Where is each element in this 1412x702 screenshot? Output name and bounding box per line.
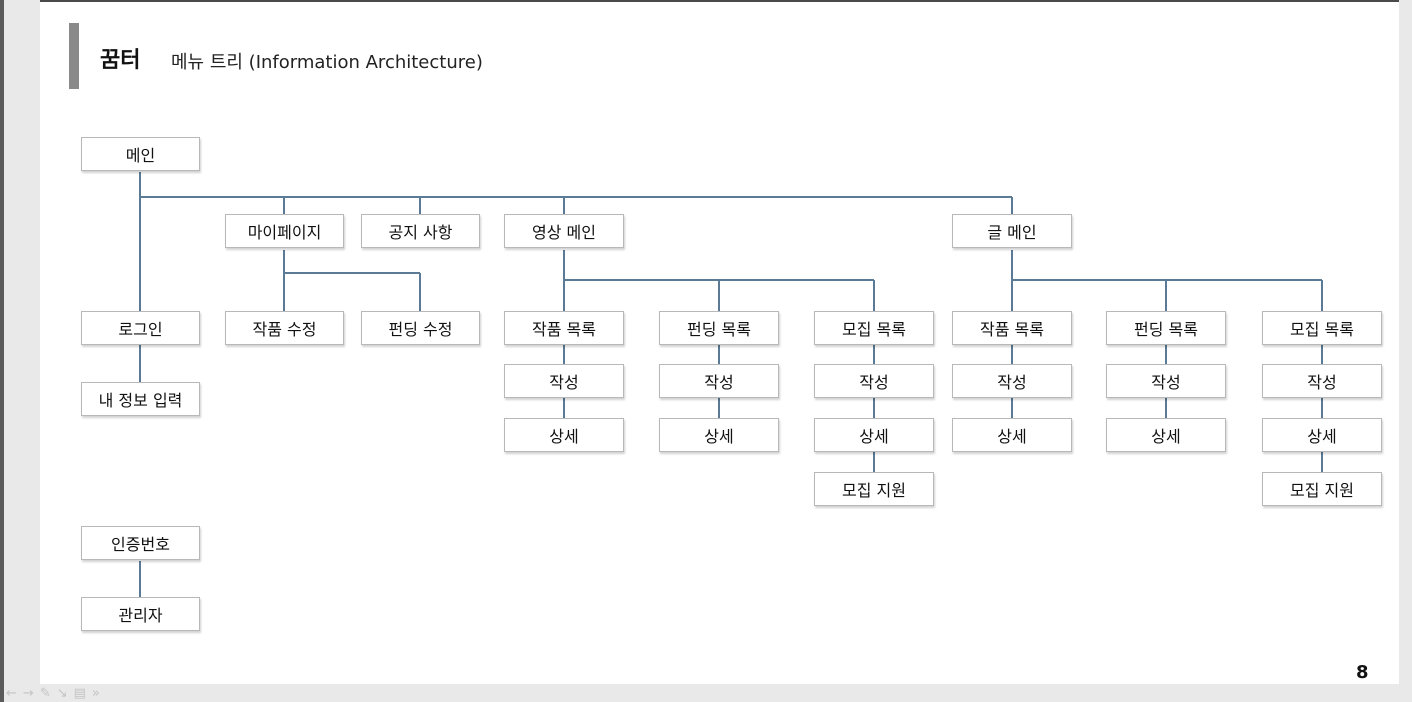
node-video-recruit[interactable]: 모집 목록 — [814, 311, 934, 345]
back-arrow-icon[interactable]: ← — [6, 686, 17, 701]
node-admin[interactable]: 관리자 — [81, 597, 200, 631]
node-video-recruit-detail[interactable]: 상세 — [814, 418, 934, 452]
node-main[interactable]: 메인 — [81, 137, 200, 171]
pointer-icon[interactable]: ↘ — [56, 686, 68, 701]
title-accent-bar — [69, 23, 79, 89]
node-text-recruit-write[interactable]: 작성 — [1262, 364, 1382, 398]
node-video-recruit-write[interactable]: 작성 — [814, 364, 934, 398]
node-my-info[interactable]: 내 정보 입력 — [81, 382, 200, 416]
node-login[interactable]: 로그인 — [81, 311, 200, 345]
pen-icon[interactable]: ✎ — [39, 686, 51, 701]
forward-arrow-icon[interactable]: → — [22, 686, 34, 701]
slide-title: 꿈터 — [100, 48, 141, 73]
node-auth-code[interactable]: 인증번호 — [81, 526, 200, 560]
node-edit-work[interactable]: 작품 수정 — [225, 311, 344, 345]
node-text-funding-detail[interactable]: 상세 — [1106, 418, 1226, 452]
node-text-recruit[interactable]: 모집 목록 — [1262, 311, 1382, 345]
viewer-toolbar: ← → ✎ ↘ ▤ » — [6, 686, 100, 702]
window-left-edge — [0, 0, 4, 702]
node-text-main[interactable]: 글 메인 — [952, 214, 1072, 248]
node-text-funding[interactable]: 펀딩 목록 — [1106, 311, 1226, 345]
node-text-recruit-apply[interactable]: 모집 지원 — [1262, 472, 1382, 506]
node-video-funding-write[interactable]: 작성 — [659, 364, 779, 398]
node-video-works-detail[interactable]: 상세 — [504, 418, 624, 452]
node-text-works-write[interactable]: 작성 — [952, 364, 1072, 398]
node-video-recruit-apply[interactable]: 모집 지원 — [814, 472, 934, 506]
more-icon[interactable]: » — [91, 686, 100, 701]
node-notice[interactable]: 공지 사항 — [361, 214, 480, 248]
node-video-works[interactable]: 작품 목록 — [504, 311, 624, 345]
node-text-works[interactable]: 작품 목록 — [952, 311, 1072, 345]
node-text-recruit-detail[interactable]: 상세 — [1262, 418, 1382, 452]
slide: 꿈터 메뉴 트리 (Information Architecture) — [40, 0, 1399, 684]
node-video-works-write[interactable]: 작성 — [504, 364, 624, 398]
node-video-funding[interactable]: 펀딩 목록 — [659, 311, 779, 345]
node-text-funding-write[interactable]: 작성 — [1106, 364, 1226, 398]
slide-subtitle: 메뉴 트리 (Information Architecture) — [171, 52, 483, 73]
node-text-works-detail[interactable]: 상세 — [952, 418, 1072, 452]
node-mypage[interactable]: 마이페이지 — [225, 214, 344, 248]
node-edit-funding[interactable]: 펀딩 수정 — [361, 311, 480, 345]
page-number: 8 — [1356, 662, 1369, 683]
node-video-funding-detail[interactable]: 상세 — [659, 418, 779, 452]
node-video-main[interactable]: 영상 메인 — [504, 214, 624, 248]
menu-icon[interactable]: ▤ — [73, 686, 86, 701]
